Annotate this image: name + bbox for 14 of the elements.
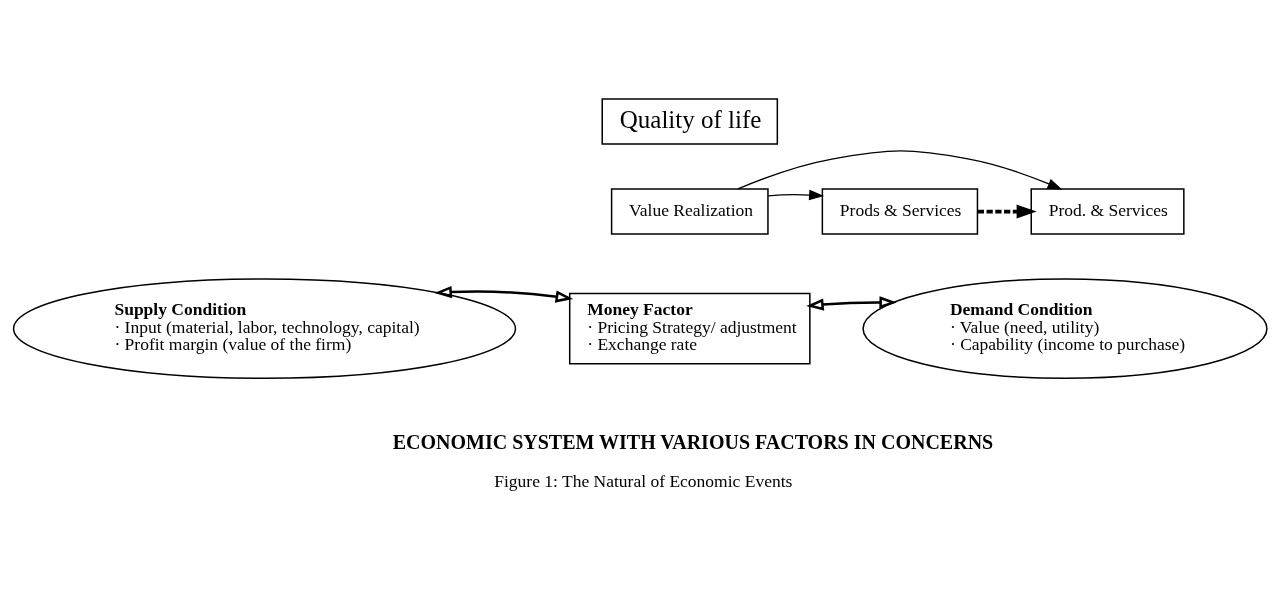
arrow — [977, 204, 1037, 219]
node-box: Prod. & Services — [1030, 187, 1185, 235]
node-box: Quality of life — [601, 97, 779, 145]
node-box: Value Realization — [610, 187, 769, 235]
label: ECONOMIC SYSTEM WITH VARIOUS FACTORS IN CONCERNS — [392, 430, 994, 453]
arrow — [737, 149, 1063, 190]
node-ellipse: Supply Condition · Input (material, labor, technology, capital) · Profit margin (value of the firm) — [12, 277, 517, 379]
node-ellipse: Demand Condition · Value (need, utility) · Capability (income to purchase) — [862, 277, 1268, 379]
caption: Figure 1: The Natural of Economic Events — [494, 470, 793, 491]
node-box: Money Factor · Pricing Strategy/ adjustment · Exchange rate — [568, 292, 811, 364]
arrow — [767, 189, 825, 200]
node-box: Prods & Services — [821, 187, 979, 235]
arrow — [434, 285, 574, 303]
arrow — [806, 295, 897, 311]
